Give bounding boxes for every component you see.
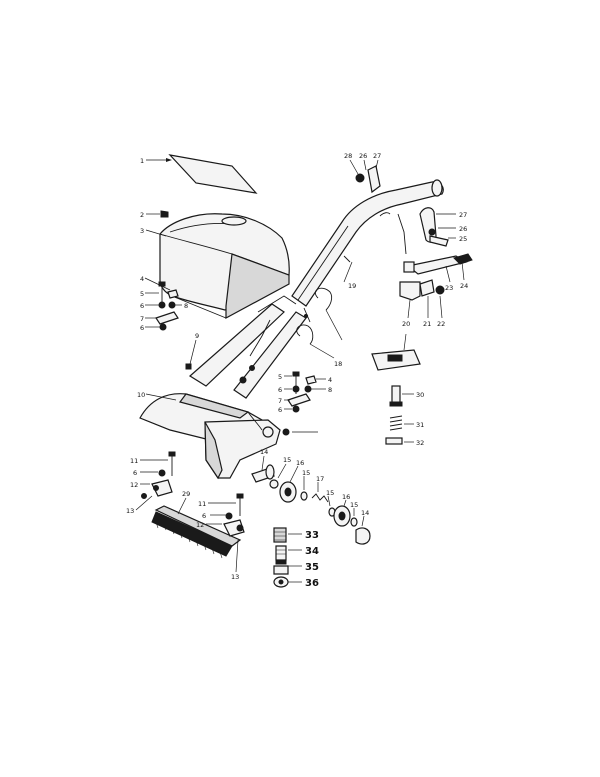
part-frame-tube bbox=[188, 295, 307, 399]
part-valve-stack bbox=[385, 385, 414, 445]
callout-11: 11 bbox=[130, 457, 138, 465]
callout-6: 6 bbox=[133, 469, 137, 477]
callout-5: 5 bbox=[140, 290, 144, 298]
callout-28: 28 bbox=[344, 152, 352, 160]
callout-4: 4 bbox=[140, 275, 144, 283]
callout-20: 20 bbox=[402, 320, 410, 328]
part-top-clamp bbox=[349, 159, 381, 194]
callout-24: 24 bbox=[460, 282, 468, 290]
part-bracket-plate bbox=[371, 333, 421, 371]
callout-23: 23 bbox=[445, 284, 453, 292]
part-main-housing bbox=[145, 213, 290, 320]
part-latch-bar bbox=[403, 253, 473, 283]
callout-17: 17 bbox=[316, 475, 324, 483]
callout-22: 22 bbox=[437, 320, 445, 328]
callout-5: 5 bbox=[278, 373, 282, 381]
callout-2: 2 bbox=[140, 211, 144, 219]
callout-8: 8 bbox=[184, 302, 188, 310]
callout-29: 29 bbox=[182, 490, 190, 498]
part-coupling-stack bbox=[273, 527, 302, 588]
part-brush-strip bbox=[151, 497, 242, 559]
callout-33: 33 bbox=[305, 530, 319, 541]
part-wheel-group bbox=[251, 455, 371, 545]
callout-10: 10 bbox=[137, 391, 145, 399]
callout-12: 12 bbox=[196, 521, 204, 529]
callout-4: 4 bbox=[328, 376, 332, 384]
part-handle-lever bbox=[397, 207, 456, 255]
callout-13: 13 bbox=[231, 573, 239, 581]
part-screw bbox=[146, 210, 169, 218]
callout-3: 3 bbox=[140, 227, 144, 235]
callout-7: 7 bbox=[140, 315, 144, 323]
callout-15: 15 bbox=[302, 469, 310, 477]
part-bolt-stack-right bbox=[284, 371, 326, 413]
callout-21: 21 bbox=[423, 320, 431, 328]
callout-25: 25 bbox=[459, 235, 467, 243]
callout-15: 15 bbox=[283, 456, 291, 464]
callout-14: 14 bbox=[260, 448, 268, 456]
callout-15: 15 bbox=[326, 489, 334, 497]
callout-8: 8 bbox=[328, 386, 332, 394]
callout-34: 34 bbox=[305, 546, 319, 557]
callout-31: 31 bbox=[416, 421, 424, 429]
callout-6: 6 bbox=[140, 324, 144, 332]
callout-9: 9 bbox=[195, 332, 199, 340]
callout-30: 30 bbox=[416, 391, 424, 399]
callout-32: 32 bbox=[416, 439, 424, 447]
callout-35: 35 bbox=[305, 562, 319, 573]
callout-7: 7 bbox=[278, 397, 282, 405]
callout-14: 14 bbox=[361, 509, 369, 517]
part-nozzle-base bbox=[139, 393, 318, 480]
part-decal-strip bbox=[146, 154, 258, 194]
callout-12: 12 bbox=[130, 481, 138, 489]
callout-13: 13 bbox=[126, 507, 134, 515]
callout-27: 27 bbox=[459, 211, 467, 219]
callout-26: 26 bbox=[459, 225, 467, 233]
callout-27: 27 bbox=[373, 152, 381, 160]
part-handle-tube bbox=[291, 179, 444, 307]
callout-16: 16 bbox=[342, 493, 350, 501]
callout-18: 18 bbox=[334, 360, 342, 368]
callout-6: 6 bbox=[202, 512, 206, 520]
part-bolt-stack-left bbox=[144, 277, 182, 331]
part-spring-clips bbox=[296, 287, 343, 359]
callout-19: 19 bbox=[348, 282, 356, 290]
part-pin bbox=[185, 339, 197, 370]
callout-26: 26 bbox=[359, 152, 367, 160]
part-t-connector bbox=[399, 279, 445, 319]
callout-16: 16 bbox=[296, 459, 304, 467]
callout-6: 6 bbox=[278, 406, 282, 414]
part-bolt-stack-lower-left bbox=[135, 451, 176, 511]
callout-6: 6 bbox=[140, 302, 144, 310]
callout-15: 15 bbox=[350, 501, 358, 509]
part-bolt-stack-lower-center bbox=[206, 493, 245, 573]
callout-labels: 1 2 3 4 5 6 8 7 6 9 10 11 6 12 13 29 11 … bbox=[126, 152, 468, 589]
callout-1: 1 bbox=[140, 157, 144, 165]
callout-36: 36 bbox=[305, 578, 319, 589]
callout-6: 6 bbox=[278, 386, 282, 394]
callout-11: 11 bbox=[198, 500, 206, 508]
